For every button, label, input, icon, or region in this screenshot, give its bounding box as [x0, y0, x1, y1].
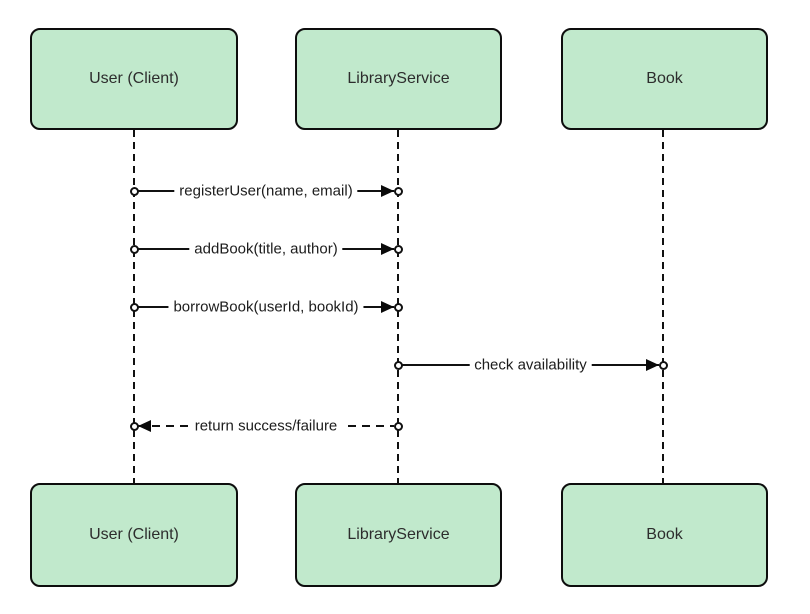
message-register-user: registerUser(name, email): [129, 181, 403, 201]
arrowhead-icon: [381, 243, 394, 255]
arrowhead-icon: [646, 359, 659, 371]
source-dot-icon: [129, 186, 139, 196]
actor-label: LibraryService: [347, 526, 450, 543]
message-label: addBook(title, author): [189, 240, 343, 258]
source-dot-icon: [393, 421, 403, 431]
actor-label: User (Client): [89, 70, 179, 87]
message-label: return success/failure: [189, 417, 343, 435]
message-check-availability: check availability: [393, 355, 668, 375]
actor-box-book-top: Book: [561, 28, 768, 130]
actor-label: User (Client): [89, 526, 179, 543]
message-label: check availability: [469, 356, 592, 374]
actor-box-libraryservice-bottom: LibraryService: [295, 483, 502, 587]
source-dot-icon: [129, 244, 139, 254]
arrowhead-icon: [381, 301, 394, 313]
message-label: borrowBook(userId, bookId): [168, 298, 364, 316]
source-dot-icon: [393, 360, 403, 370]
actor-box-libraryservice-top: LibraryService: [295, 28, 502, 130]
target-dot-icon: [393, 244, 403, 254]
message-label: registerUser(name, email): [174, 182, 358, 200]
actor-box-book-bottom: Book: [561, 483, 768, 587]
target-dot-icon: [393, 186, 403, 196]
target-dot-icon: [393, 302, 403, 312]
arrowhead-icon: [381, 185, 394, 197]
actor-box-user-top: User (Client): [30, 28, 238, 130]
actor-label: Book: [646, 526, 683, 543]
message-return-success-failure: return success/failure: [129, 416, 403, 436]
message-borrow-book: borrowBook(userId, bookId): [129, 297, 403, 317]
actor-box-user-bottom: User (Client): [30, 483, 238, 587]
target-dot-icon: [129, 421, 139, 431]
arrowhead-icon: [138, 420, 151, 432]
lifeline-book: [662, 130, 664, 483]
target-dot-icon: [658, 360, 668, 370]
source-dot-icon: [129, 302, 139, 312]
message-add-book: addBook(title, author): [129, 239, 403, 259]
actor-label: Book: [646, 70, 683, 87]
actor-label: LibraryService: [347, 70, 450, 87]
